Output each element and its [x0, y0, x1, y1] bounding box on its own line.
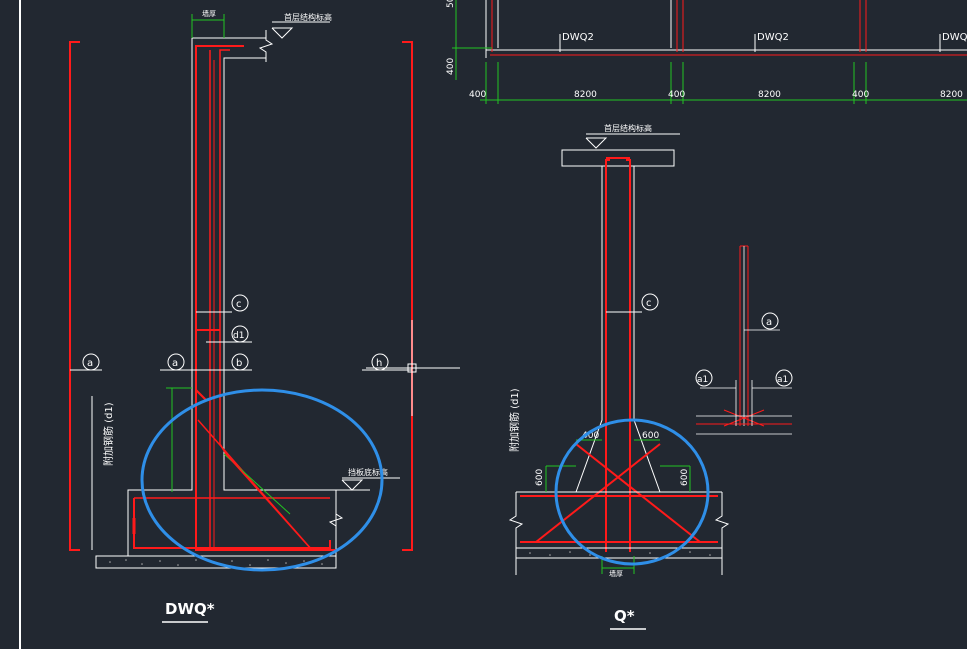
break-symbol: [258, 30, 274, 62]
crosshair-cursor[interactable]: [366, 320, 460, 416]
plan-wall-tag: DWQ2: [942, 32, 967, 43]
bubble-h: h: [371, 353, 389, 371]
plan-dim-text: 50: [446, 0, 456, 8]
rebar-haunch-x: [575, 443, 701, 543]
bottom-width-label: 墙厚: [609, 569, 623, 578]
top-level-marker: [585, 137, 608, 149]
right-bracket-red: [402, 41, 413, 551]
detail-title: Q*: [614, 607, 635, 625]
detail-title: DWQ*: [165, 600, 215, 618]
footing-hatch: [529, 551, 711, 556]
right-level-label: 挡板底标高: [348, 467, 388, 477]
rebar-tie: [195, 389, 207, 401]
haunch-dim-text: 600: [535, 469, 545, 486]
wall-outline: [127, 38, 337, 557]
rebar-bottom: [133, 498, 331, 549]
svg-text:c: c: [646, 298, 652, 309]
bubble-c: c: [641, 293, 659, 311]
svg-text:d1: d1: [233, 331, 244, 341]
wall-outline: [575, 166, 603, 493]
inset-detail: [696, 245, 792, 435]
level-marker: [271, 27, 294, 39]
rebar-outer: [195, 45, 336, 551]
top-width-label: 墙厚: [202, 9, 216, 18]
plan-dim-text: 400: [446, 58, 456, 75]
inset-bubble-a1-left: a1: [695, 369, 713, 387]
wall-outline: [633, 166, 661, 493]
svg-text:a: a: [172, 358, 178, 369]
right-level-marker: [341, 479, 364, 491]
top-level-label: 首层结构标高: [284, 12, 332, 22]
highlight-ellipse: [554, 418, 710, 566]
bubble-b: b: [231, 353, 249, 371]
top-level-label: 首层结构标高: [604, 123, 652, 133]
top-slab: [561, 149, 675, 167]
svg-text:a: a: [766, 317, 772, 328]
svg-text:c: c: [236, 299, 242, 310]
rebar-wall: [605, 159, 610, 552]
plan-wall-tag: DWQ2: [757, 32, 789, 43]
footing-bedding: [95, 555, 337, 569]
plan-dim-text: 400: [852, 90, 869, 100]
inset-bubble-a: a: [761, 312, 779, 330]
side-note-left: 附加钢筋 (d1): [102, 402, 115, 466]
svg-text:b: b: [236, 358, 242, 369]
right-detail-q: 首层结构标高: [508, 123, 793, 630]
inset-bubble-a1-right: a1: [775, 369, 793, 387]
highlight-ellipse: [140, 388, 384, 572]
side-note-right: 附加钢筋 (d1): [508, 388, 521, 452]
footing-hatch: [109, 559, 323, 566]
rebar-haunch: [225, 453, 313, 551]
svg-text:a1: a1: [697, 375, 708, 385]
haunch-dim-text: 600: [642, 431, 659, 441]
top-plan-strip: DWQ2 DWQ2 DWQ2 50 400 400 8200 400 8200 …: [446, 0, 967, 104]
left-bracket-red: [69, 41, 80, 551]
plan-dim-text: 8200: [574, 90, 597, 100]
plan-dim-ticks: [485, 62, 867, 104]
haunch-dim-text: 600: [680, 469, 690, 486]
plan-dim-text: 400: [469, 90, 486, 100]
svg-text:a1: a1: [777, 375, 788, 385]
break-symbol: [328, 500, 344, 556]
bubble-a-outer: a: [82, 353, 100, 371]
svg-text:h: h: [376, 358, 382, 369]
plan-dim-text: 8200: [940, 90, 963, 100]
break-symbol: [714, 492, 730, 575]
plan-wall-tag: DWQ2: [562, 32, 594, 43]
bubble-a-inner: a: [167, 353, 185, 371]
rebar-haunch-x: [535, 443, 661, 543]
plan-dim-text: 8200: [758, 90, 781, 100]
rebar-wall: [626, 159, 631, 552]
left-detail-dwq: 首层结构标高 墙厚 挡板底标高: [69, 9, 413, 623]
haunch-dim-text: 400: [582, 431, 599, 441]
svg-text:a: a: [87, 358, 93, 369]
footing-bedding: [515, 547, 723, 559]
plan-dim-text: 400: [668, 90, 685, 100]
bubble-d1: d1: [231, 325, 249, 343]
break-symbol: [508, 492, 524, 575]
bubble-c: c: [231, 294, 249, 312]
